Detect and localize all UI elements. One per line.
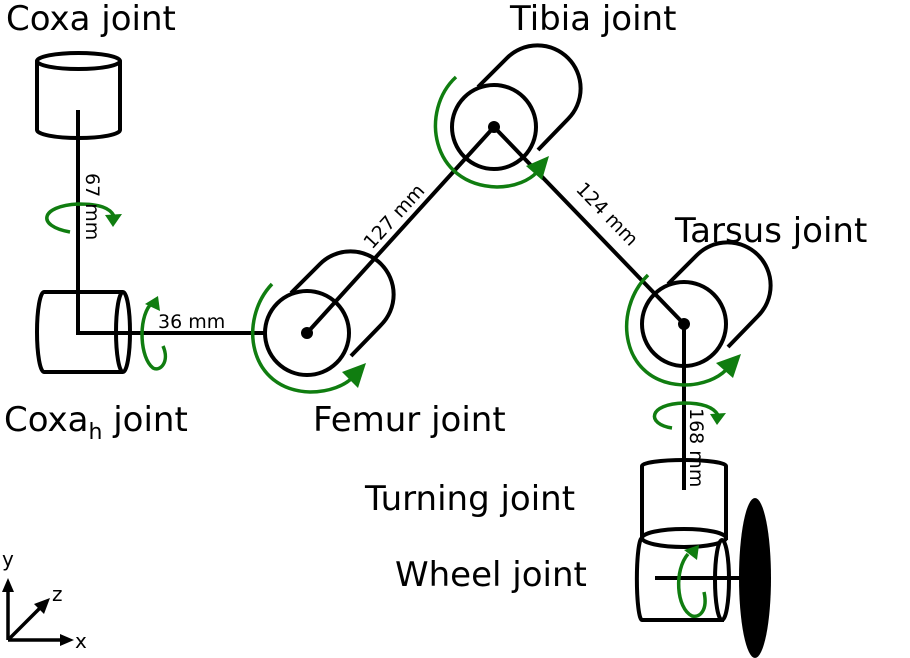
dim-femur-tibia: 127 mm [359,180,429,253]
femur-joint-label: Femur joint [313,400,506,440]
turning-cylinder-bottom [640,527,728,549]
femur-arrowhead-icon [342,363,366,388]
tibia-center-dot [488,121,500,133]
z-axis-arrow-icon [34,598,50,614]
coxa-arrowhead-icon [105,214,122,227]
tibia-arrowhead-icon [526,156,549,180]
tibia-rotation-arrow-icon [433,75,539,189]
tarsus-joint [640,240,773,368]
turning-joint [640,458,728,540]
y-axis-arrow-icon [2,578,14,592]
femur-cylinder-body [289,249,396,358]
wheel-joint-label: Wheel joint [395,555,587,595]
femur-rotation-arrow-icon [251,282,354,394]
x-axis-arrow-icon [60,634,74,646]
turning-arrowhead-icon [710,413,726,425]
dim-tibia-tarsus: 124 mm [571,178,642,250]
tibia-joint-label: Tibia joint [509,0,676,39]
femur-joint [263,249,396,377]
tarsus-center-dot [678,318,690,330]
link-femur-tibia-tarsus-turning [305,124,686,490]
wheel-arrowhead-icon [684,545,699,560]
coxa-rotation-arrow-icon [45,202,116,234]
femur-center-dot [301,327,313,339]
coxa-h-label-main: Coxa [4,400,88,440]
tarsus-arrowhead-icon [716,354,741,378]
tarsus-cylinder-body [666,240,773,349]
coxa-h-arrowhead-icon [145,296,160,311]
tibia-cylinder-body [476,43,583,152]
link-coxa-femur [76,110,307,335]
coxa-h-label-rest: joint [102,400,187,440]
dim-coxa-coxa-h: 67 mm [81,173,103,240]
y-axis-label: y [2,547,14,571]
wheel-rotation-arrow-icon [676,552,707,619]
z-axis-label: z [52,582,63,606]
coxa-cylinder-top [35,51,122,71]
coxa-joint-label: Coxa joint [6,0,176,39]
z-axis [6,606,42,642]
tarsus-joint-label: Tarsus joint [674,211,867,251]
coxa-h-joint-label: Coxah joint [4,400,188,445]
coxa-h-label-subscript: h [88,420,102,445]
dim-coxa-h-femur: 36 mm [158,311,225,333]
turning-cylinder-body [640,458,728,540]
turning-rotation-arrow-icon [652,401,720,430]
wheel [739,498,771,658]
dim-tarsus-turning: 168 mm [685,408,707,487]
tarsus-rotation-arrow-icon [625,273,728,387]
x-axis-label: x [75,629,87,653]
turning-joint-label: Turning joint [364,479,575,519]
coordinate-axes: y z x [2,547,87,653]
coxa-h-rotation-arrow-icon [140,303,168,371]
